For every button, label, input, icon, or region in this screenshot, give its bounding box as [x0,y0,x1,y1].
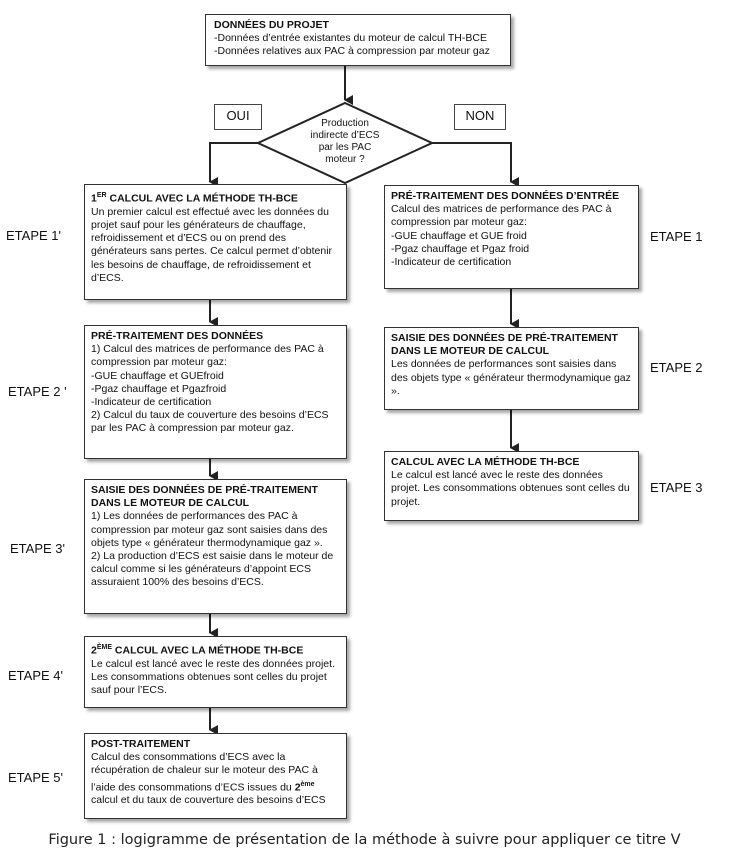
right-step-2-body: Les données de performances sont saisies… [391,358,631,397]
right-step-1-line-1: Calcul des matrices de performance des P… [391,203,612,229]
yes-label: OUI [214,104,262,130]
decision-line-1: Production [321,118,369,129]
left-step-2-line-3: -Pgaz chauffage et Pgazfroid [91,382,227,395]
left-step-5-box: POST-TRAITEMENT Calcul des consommations… [84,733,347,819]
left-step-2-line-4: -Indicateur de certification [91,396,212,409]
left-step-5-title: POST-TRAITEMENT [91,738,191,750]
left-step-2-title: PRÉ-TRAITEMENT DES DONNÉES [91,330,264,342]
etape-right-2: ETAPE 2 [650,360,703,375]
etape-left-2: ETAPE 2 ' [8,384,67,399]
left-step-3-box: SAISIE DES DONNÉES DE PRÉ-TRAITEMENT DAN… [84,479,347,614]
arrow-decision-to-left [209,142,258,187]
left-step-3-title: SAISIE DES DONNÉES DE PRÉ-TRAITEMENT DAN… [91,484,318,510]
etape-left-1: ETAPE 1' [6,228,61,243]
left-step-4-box: 2ÈME CALCUL AVEC LA MÉTHODE TH-BCE Le ca… [84,636,347,708]
right-step-3-title: CALCUL AVEC LA MÉTHODE TH-BCE [391,456,580,468]
project-line-1: -Données d’entrée existantes du moteur d… [214,32,487,45]
decision-diamond [255,101,435,185]
arrow-decision-to-right [432,142,519,187]
left-step-2-line-2: -GUE chauffage et GUEfroid [91,369,224,382]
left-step-3-line-2: 2) La production d’ECS est saisie dans l… [91,550,334,589]
decision-line-4: moteur ? [325,154,365,165]
right-step-2-box: SAISIE DES DONNÉES DE PRÉ-TRAITEMENT DAN… [384,327,639,410]
etape-left-5: ETAPE 5' [8,770,63,785]
right-step-1-line-3: -Pgaz chauffage et Pgaz froid [391,242,530,255]
left-step-3-line-1: 1) Les données de performances des PAC à… [91,510,328,549]
left-step-5-body: Calcul des consommations d’ECS avec la r… [91,751,326,807]
left-step-4-body: Le calcul est lancé avec le reste des do… [91,657,335,697]
left-step-4-title: 2ÈME CALCUL AVEC LA MÉTHODE TH-BCE [91,644,304,657]
right-step-3-body: Le calcul est lancé avec le reste des do… [391,469,630,508]
right-step-1-box: PRÉ-TRAITEMENT DES DONNÉES D’ENTRÉE Calc… [384,185,639,289]
no-label: NON [454,104,506,130]
project-line-2: -Données relatives aux PAC à compression… [214,45,490,58]
etape-left-3: ETAPE 3' [10,541,65,556]
left-step-1-title: 1ER CALCUL AVEC LA MÉTHODE TH-BCE [91,192,298,205]
etape-left-4: ETAPE 4' [8,668,63,683]
right-step-3-box: CALCUL AVEC LA MÉTHODE TH-BCE Le calcul … [384,451,639,521]
etape-right-3: ETAPE 3 [650,480,703,495]
project-data-box: DONNÉES DU PROJET -Données d’entrée exis… [205,14,511,66]
right-step-1-title: PRÉ-TRAITEMENT DES DONNÉES D’ENTRÉE [391,190,620,202]
right-step-1-line-2: -GUE chauffage et GUE froid [391,229,527,242]
decision-text: Production indirecte d’ECS par les PAC m… [300,118,390,166]
right-step-1-line-4: -Indicateur de certification [391,256,512,269]
project-title: DONNÉES DU PROJET [214,19,329,31]
figure-caption: Figure 1 : logigramme de présentation de… [48,832,681,848]
left-step-2-line-5: 2) Calcul du taux de couverture des beso… [91,409,329,435]
decision-line-2: indirecte d’ECS [310,130,380,141]
left-step-1-box: 1ER CALCUL AVEC LA MÉTHODE TH-BCE Un pre… [84,184,347,300]
left-step-1-body: Un premier calcul est effectué avec les … [91,205,333,284]
left-step-2-line-1: 1) Calcul des matrices de performance de… [91,343,324,369]
left-step-2-box: PRÉ-TRAITEMENT DES DONNÉES 1) Calcul des… [84,325,347,459]
etape-right-1: ETAPE 1 [650,229,703,244]
right-step-2-title: SAISIE DES DONNÉES DE PRÉ-TRAITEMENT DAN… [391,332,618,358]
decision-line-3: par les PAC [318,142,372,153]
